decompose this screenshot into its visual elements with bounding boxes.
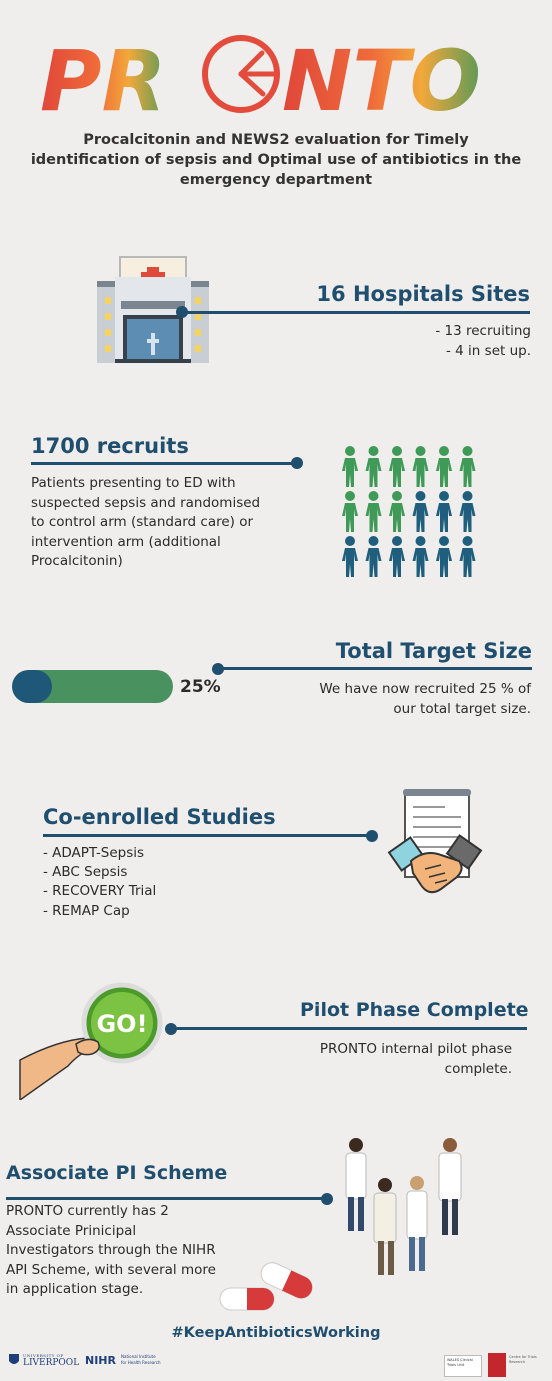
liverpool-logo: UNIVERSITY OF LIVERPOOL [8,1353,80,1369]
cardiff-text: Centre for Trials Research [509,1355,537,1364]
co-enrolled-rule [43,834,372,837]
person-icon [389,491,405,532]
pilot-rule [171,1027,527,1030]
co-enrolled-item: - ABC Sepsis [43,864,128,880]
doctors-icon [345,1138,462,1275]
person-icon [389,536,405,577]
liverpool-small-text: UNIVERSITY OF [23,1353,64,1358]
person-icon [342,446,358,487]
liverpool-text: LIVERPOOL [23,1358,80,1368]
wales-ctu-logo: WALES Clinical Trials Unit [444,1355,482,1377]
target-progress-label: 25% [180,677,221,697]
person-icon [412,536,429,577]
person-icon [436,536,452,577]
target-rule [218,667,532,670]
pilot-title: Pilot Phase Complete [300,999,529,1021]
go-sign-icon: GO! [19,982,163,1100]
associate-title: Associate PI Scheme [6,1162,228,1184]
co-enrolled-item: - ADAPT-Sepsis [43,845,145,861]
nihr-logo: NIHR National Institute for Health Resea… [85,1353,170,1369]
nihr-sub1: National Institute [121,1354,156,1359]
logo-text-pr: PR [40,32,166,122]
cardiff-logo: Centre for Trials Research [488,1353,544,1377]
person-icon [389,446,405,487]
person-icon [436,491,452,532]
clock-o-icon [202,35,280,113]
hospitals-setup: - 4 in set up. [446,343,531,359]
person-icon [365,536,382,577]
target-progress-fill [12,670,53,703]
document-handshake-icon [387,789,483,894]
pills-icon [219,1262,313,1311]
ctu-text: WALES Clinical Trials Unit [447,1358,473,1367]
person-icon [459,446,476,487]
co-enrolled-item: - RECOVERY Trial [43,883,157,899]
recruits-description: Patients presenting to ED with suspected… [31,475,261,569]
person-icon [459,536,476,577]
person-icon [412,491,429,532]
hospital-icon [97,256,209,363]
go-sign-text: GO! [96,1010,147,1038]
nihr-text: NIHR [85,1354,116,1367]
associate-rule [6,1197,328,1200]
target-description: We have now recruited 25 % of our total … [319,681,531,717]
associate-description: PRONTO currently has 2 Associate Prinici… [6,1203,216,1297]
person-icon [342,491,358,532]
co-enrolled-connector-dot [366,830,378,842]
hospitals-recruiting: - 13 recruiting [435,323,531,339]
hospitals-title: 16 Hospitals Sites [316,282,530,306]
recruits-title: 1700 recruits [31,434,189,458]
pilot-description: PRONTO internal pilot phase complete. [319,1041,512,1077]
person-icon [459,491,476,532]
liverpool-crest-icon [9,1354,19,1364]
co-enrolled-title: Co-enrolled Studies [43,805,276,829]
target-progress-bar [12,670,173,703]
pronto-logo: PR NTO [40,32,481,122]
person-icon [412,446,429,487]
people-grid-icon [342,446,476,577]
person-icon [365,446,382,487]
target-title: Total Target Size [335,639,532,663]
cardiff-crest-icon [488,1353,506,1377]
co-enrolled-item: - REMAP Cap [43,903,130,919]
person-icon [342,536,358,577]
associate-connector-dot [321,1193,333,1205]
person-icon [436,446,452,487]
recruits-rule [31,462,297,465]
recruits-connector-dot [291,457,303,469]
hashtag: #KeepAntibioticsWorking [171,1325,381,1341]
hospitals-rule [182,311,530,314]
page-subtitle: Procalcitonin and NEWS2 evaluation for T… [30,132,522,188]
logo-text-nto: NTO [282,32,481,122]
person-icon [365,491,382,532]
nihr-sub2: for Health Research [121,1360,161,1365]
